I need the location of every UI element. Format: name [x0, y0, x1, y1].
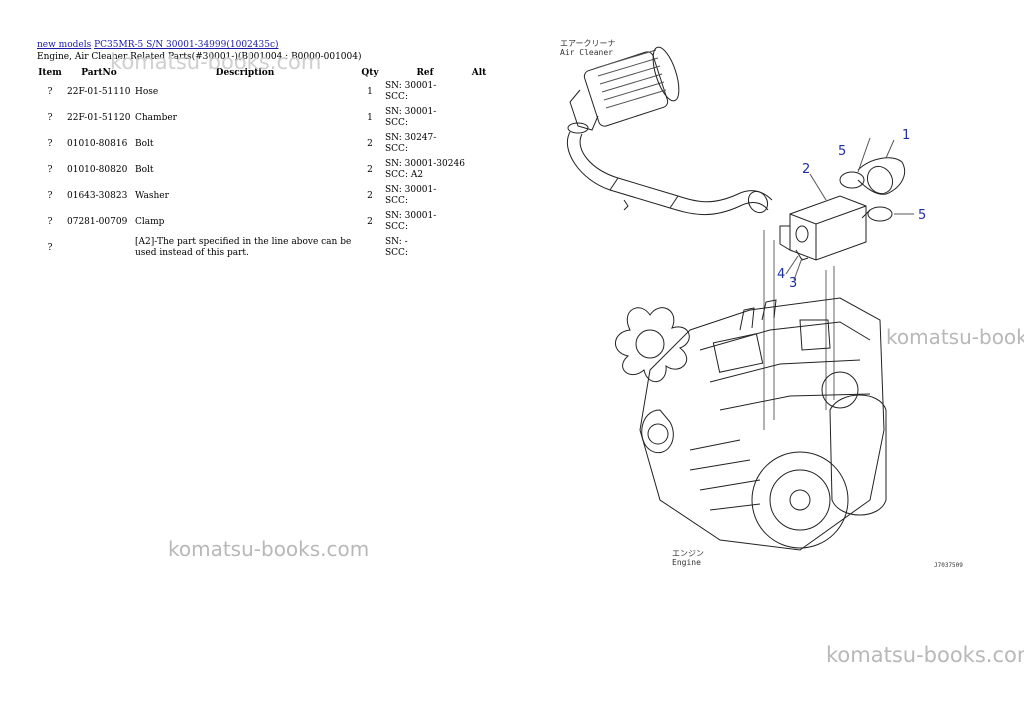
cell-partno [65, 235, 133, 261]
engine-caption: Engine [672, 558, 701, 567]
table-row: ? 07281-00709 Clamp 2 SN: 30001-SCC: [35, 209, 491, 235]
cell-ref: SN: 30247-SCC: [383, 131, 467, 157]
cell-qty [357, 235, 383, 261]
cell-item: ? [47, 190, 53, 201]
cell-item: ? [47, 86, 53, 97]
cell-ref: SN: -SCC: [383, 235, 467, 261]
cell-alt [467, 235, 491, 261]
cell-description: Bolt [135, 164, 154, 175]
ref-scc: SCC: [385, 118, 408, 128]
ref-sn: SN: - [385, 237, 408, 247]
cell-alt [467, 105, 491, 131]
ref-sn: SN: 30001- [385, 81, 437, 91]
callout-5-top: 5 [838, 144, 847, 159]
chamber-drawing [763, 137, 914, 430]
cell-qty: 1 [367, 86, 373, 97]
cell-description: Washer [135, 190, 169, 201]
header-ref: Ref [416, 67, 434, 78]
cell-alt [467, 79, 491, 105]
cell-qty: 1 [367, 112, 373, 123]
cell-qty: 2 [367, 138, 373, 149]
ref-scc: SCC: A2 [385, 170, 424, 180]
figure-code: J7037509 [934, 562, 963, 569]
parts-table: Item PartNo Description Qty Ref Alt ? 22… [35, 66, 491, 261]
cell-item: ? [47, 138, 53, 149]
header-qty: Qty [361, 67, 379, 78]
watermark: komatsu-books.com [168, 537, 370, 561]
engine-drawing [615, 297, 887, 551]
table-row: ? 22F-01-51120 Chamber 1 SN: 30001-SCC: [35, 105, 491, 131]
header-partno: PartNo [81, 67, 117, 78]
cell-item: ? [47, 216, 53, 227]
breadcrumb: new models PC35MR-5 S/N 30001-34999(1002… [37, 40, 279, 50]
callout-1: 1 [902, 128, 911, 143]
ref-sn: SN: 30247- [385, 133, 437, 143]
cell-description: [A2]-The part specified in the line abov… [135, 237, 352, 258]
new-models-link[interactable]: new models [37, 40, 92, 50]
watermark: komatsu-books.com [110, 50, 322, 74]
cell-partno: 01010-80820 [67, 164, 128, 175]
ref-sn: SN: 30001-30246 [385, 159, 465, 169]
cell-partno: 01643-30823 [67, 190, 128, 201]
header-item: Item [38, 67, 62, 78]
cell-alt [467, 157, 491, 183]
cell-item: ? [47, 164, 53, 175]
cell-item: ? [47, 242, 53, 253]
air-cleaner-drawing [567, 46, 680, 134]
hose-drawing [566, 131, 773, 216]
cell-description: Chamber [135, 112, 177, 123]
cell-ref: SN: 30001-SCC: [383, 183, 467, 209]
cell-description: Clamp [135, 216, 165, 227]
header-alt: Alt [471, 67, 487, 78]
ref-sn: SN: 30001- [385, 185, 437, 195]
cell-partno: 22F-01-51120 [67, 112, 131, 123]
ref-sn: SN: 30001- [385, 107, 437, 117]
watermark: komatsu-books.com [826, 643, 1024, 667]
cell-alt [467, 183, 491, 209]
model-link[interactable]: PC35MR-5 S/N 30001-34999(1002435c) [94, 40, 279, 50]
engine-caption-jp: エンジン [672, 549, 704, 558]
ref-scc: SCC: [385, 222, 408, 232]
cell-qty: 2 [367, 190, 373, 201]
ref-sn: SN: 30001- [385, 211, 437, 221]
callout-3: 3 [789, 276, 798, 291]
callout-4: 4 [777, 267, 786, 282]
header-description: Description [215, 67, 275, 78]
table-row: ? 01010-80816 Bolt 2 SN: 30247-SCC: [35, 131, 491, 157]
cell-partno: 01010-80816 [67, 138, 128, 149]
table-row: ? 01643-30823 Washer 2 SN: 30001-SCC: [35, 183, 491, 209]
cell-description: Bolt [135, 138, 154, 149]
air-cleaner-caption-jp: エアークリーナ [560, 39, 616, 48]
cell-qty: 2 [367, 164, 373, 175]
cell-alt [467, 209, 491, 235]
ref-scc: SCC: [385, 92, 408, 102]
cell-ref: SN: 30001-SCC: [383, 105, 467, 131]
ref-scc: SCC: [385, 144, 408, 154]
ref-scc: SCC: [385, 248, 408, 258]
air-cleaner-caption: Air Cleaner [560, 48, 613, 57]
table-header-row: Item PartNo Description Qty Ref Alt [35, 66, 491, 79]
ref-scc: SCC: [385, 196, 408, 206]
cell-partno: 07281-00709 [67, 216, 128, 227]
cell-alt [467, 131, 491, 157]
cell-partno: 22F-01-51110 [67, 86, 131, 97]
cell-qty: 2 [367, 216, 373, 227]
cell-description: Hose [135, 86, 159, 97]
watermark: komatsu-books.com [886, 325, 1024, 349]
cell-ref: SN: 30001-SCC: [383, 79, 467, 105]
table-row: ? 22F-01-51110 Hose 1 SN: 30001-SCC: [35, 79, 491, 105]
parts-diagram [566, 46, 914, 551]
cell-item: ? [47, 112, 53, 123]
table-row: ? [A2]-The part specified in the line ab… [35, 235, 491, 261]
callout-2: 2 [802, 162, 811, 177]
cell-ref: SN: 30001-SCC: [383, 209, 467, 235]
callout-5-right: 5 [918, 208, 927, 223]
page-title: Engine, Air Cleaner Related Parts(#30001… [37, 52, 362, 62]
